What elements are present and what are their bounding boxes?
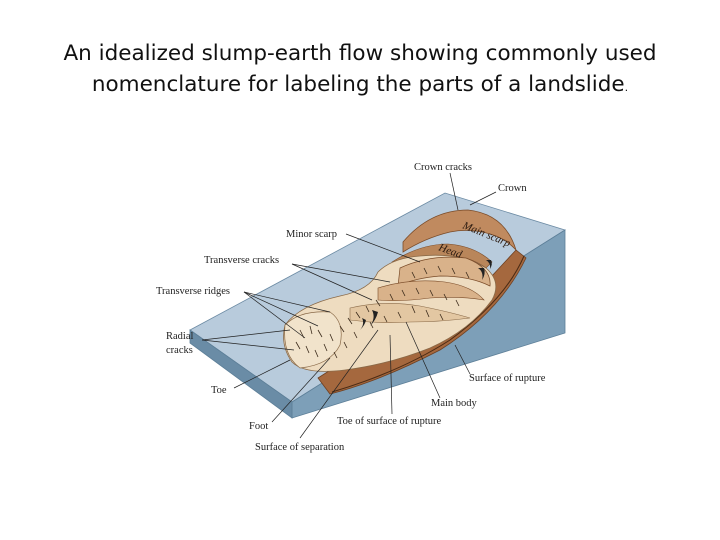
crack-tick xyxy=(429,289,434,297)
slide-title: An idealized slump-earth flow showing co… xyxy=(40,38,680,103)
crack-tick xyxy=(295,341,301,350)
label-crown: Crown xyxy=(498,183,527,194)
leader-radial-cracks-1 xyxy=(201,329,291,341)
leader-transverse-ridges-3 xyxy=(243,291,306,339)
fissure-1 xyxy=(370,310,378,326)
label-surface-of-rupture: Surface of rupture xyxy=(469,373,546,384)
title-line-2-text: nomenclature for labeling the parts of a… xyxy=(91,72,625,97)
title-line-2: nomenclature for labeling the parts of a… xyxy=(40,69,680,103)
leader-crown xyxy=(469,191,497,206)
label-transverse-cracks: Transverse cracks xyxy=(204,255,279,266)
crack-tick xyxy=(443,293,448,301)
crack-tick xyxy=(369,321,374,329)
crack-tick xyxy=(423,267,428,275)
leader-transverse-ridges-2 xyxy=(243,291,319,327)
foot-lobe xyxy=(284,311,342,369)
label-toe: Toe xyxy=(211,385,227,396)
label-main-body: Main body xyxy=(431,398,478,409)
label-crown-cracks: Crown cracks xyxy=(414,162,472,173)
crack-tick xyxy=(309,325,313,335)
transverse-band-2 xyxy=(349,303,471,323)
label-foot: Foot xyxy=(249,421,268,432)
label-transverse-ridges: Transverse ridges xyxy=(156,286,230,297)
crack-tick xyxy=(415,287,420,295)
crack-tick xyxy=(317,329,323,338)
label-minor-scarp: Minor scarp xyxy=(286,229,337,240)
leader-lines xyxy=(201,172,497,439)
leader-toe-of-surface-of-rupture xyxy=(389,334,393,415)
leader-transverse-cracks-2 xyxy=(291,263,373,301)
crack-tick xyxy=(333,351,338,359)
crack-tick xyxy=(355,311,361,319)
fissure-3 xyxy=(478,268,485,280)
label-toe-of-surface-of-rupture: Toe of surface of rupture xyxy=(337,416,442,427)
crack-tick xyxy=(339,325,345,333)
leader-foot xyxy=(271,357,331,423)
crack-tick xyxy=(375,299,381,307)
leader-radial-cracks-2 xyxy=(201,339,295,351)
crack-tick xyxy=(437,265,442,273)
crack-tick xyxy=(397,311,402,319)
leader-surface-of-rupture xyxy=(454,344,471,375)
fissure-2 xyxy=(360,318,366,330)
crack-tick xyxy=(305,345,310,354)
surface-of-rupture-line xyxy=(331,255,525,393)
slope-left-face xyxy=(189,329,293,419)
crack-tick xyxy=(314,349,319,358)
label-radial-cracks-line1: Radial xyxy=(166,331,193,342)
leader-transverse-cracks-1 xyxy=(291,263,391,283)
external-labels: Crown cracks Crown Minor scarp Transvers… xyxy=(156,162,546,453)
leader-minor-scarp xyxy=(345,233,421,263)
leader-toe xyxy=(233,359,291,389)
landslide-body xyxy=(283,254,497,372)
crack-tick xyxy=(401,289,406,297)
title-period: . xyxy=(624,81,629,94)
crack-tick xyxy=(451,267,456,275)
title-line-1: An idealized slump-earth flow showing co… xyxy=(63,41,657,66)
crack-tick xyxy=(389,293,394,301)
crack-tick xyxy=(455,299,460,307)
crack-tick xyxy=(365,305,370,313)
leader-crown-cracks xyxy=(449,172,459,211)
crack-marks xyxy=(295,265,470,359)
fissure-4 xyxy=(486,260,492,269)
crack-tick xyxy=(347,317,353,325)
crack-tick xyxy=(323,343,328,352)
leader-surface-of-separation xyxy=(299,329,379,439)
leader-transverse-ridges-1 xyxy=(243,291,331,313)
crack-tick xyxy=(353,331,358,339)
crack-tick xyxy=(411,271,416,279)
crack-tick xyxy=(439,313,444,321)
main-scarp-face xyxy=(402,209,517,253)
crack-tick xyxy=(465,271,470,279)
crack-tick xyxy=(425,309,430,318)
crack-tick xyxy=(411,305,416,314)
crack-tick xyxy=(383,315,388,323)
crack-tick xyxy=(329,333,334,342)
label-radial-cracks-line2: cracks xyxy=(166,345,193,356)
head-block xyxy=(397,256,491,287)
leader-main-body xyxy=(405,321,441,399)
label-surface-of-separation: Surface of separation xyxy=(255,442,345,453)
crack-tick xyxy=(343,341,348,349)
